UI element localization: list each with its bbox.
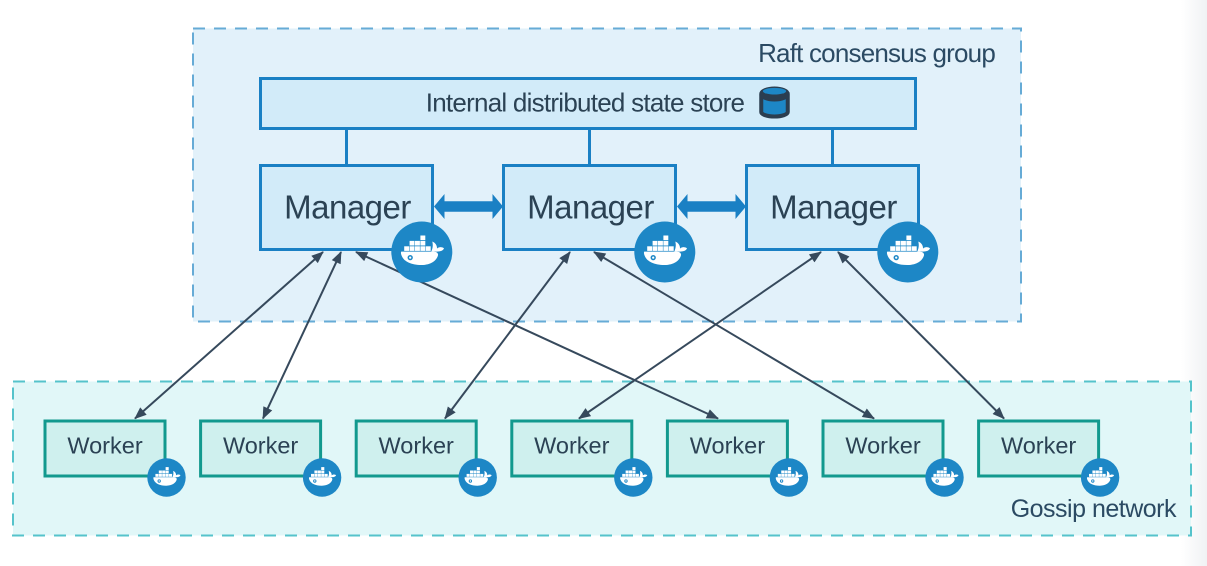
svg-text:Internal distributed state sto: Internal distributed state store: [426, 88, 745, 118]
svg-text:Worker: Worker: [534, 433, 609, 459]
svg-text:Worker: Worker: [67, 433, 142, 459]
svg-text:Worker: Worker: [379, 433, 454, 459]
svg-text:Worker: Worker: [845, 433, 920, 459]
svg-text:Manager: Manager: [527, 189, 654, 226]
svg-text:Worker: Worker: [690, 433, 765, 459]
svg-text:Worker: Worker: [223, 433, 298, 459]
svg-text:Worker: Worker: [1001, 433, 1076, 459]
svg-text:Gossip network: Gossip network: [1011, 495, 1177, 523]
svg-text:Raft consensus group: Raft consensus group: [758, 38, 995, 68]
svg-text:Manager: Manager: [770, 189, 897, 226]
svg-text:Manager: Manager: [284, 189, 411, 226]
